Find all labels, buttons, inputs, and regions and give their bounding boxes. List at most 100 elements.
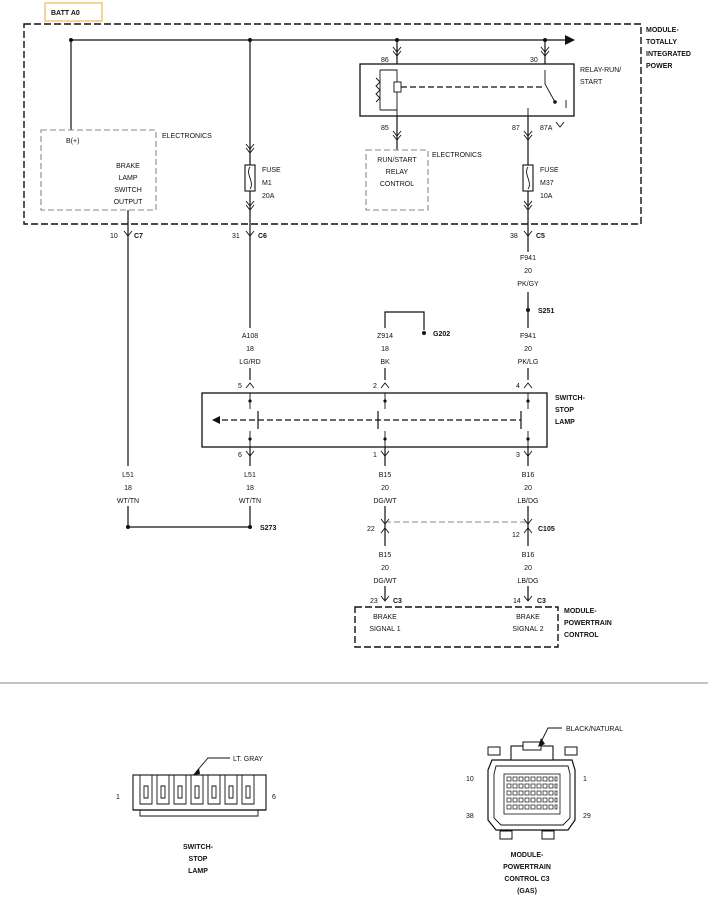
c3-pin-right: 14 — [513, 598, 521, 605]
fuse-m1-label-2: M1 — [262, 180, 272, 187]
elec-left-line-1: BRAKE — [116, 163, 140, 170]
switch-name-3: LAMP — [555, 419, 575, 426]
pcm-name-3: CONTROL — [564, 632, 599, 639]
c5-pin: 38 — [510, 233, 518, 240]
b16-bottom-circuit: B16 — [522, 552, 535, 559]
a108-color: LG/RD — [239, 359, 260, 366]
electronics-left-box — [40, 129, 157, 211]
batt-label: BATT A0 — [51, 10, 80, 17]
l51-left-circuit: L51 — [122, 472, 134, 479]
c105-pin-left: 22 — [367, 526, 375, 533]
fuse-m37-label-1: FUSE — [540, 167, 559, 174]
c105-name: C105 — [538, 526, 555, 533]
tipm-module-box — [23, 23, 642, 225]
c5-name: C5 — [536, 233, 545, 240]
a108-circuit: A108 — [242, 333, 258, 340]
ground-g202-dot — [422, 331, 426, 335]
f941-top-circuit: F941 — [520, 255, 536, 262]
l51-right-circuit: L51 — [244, 472, 256, 479]
fuse-m37-label-3: 10A — [540, 193, 553, 200]
z914-circuit: Z914 — [377, 333, 393, 340]
f941-circuit: F941 — [520, 333, 536, 340]
switch-pin-3: 3 — [516, 452, 520, 459]
switch-caption-3: LAMP — [188, 868, 208, 875]
b15-top-color: DG/WT — [373, 498, 397, 505]
electronics-left-title: ELECTRONICS — [162, 133, 212, 140]
splice-s251 — [526, 308, 530, 312]
pcm-signal-left-1: BRAKE — [373, 614, 397, 621]
pcm-caption-4: (GAS) — [517, 888, 537, 895]
switch-caption-1: SWITCH- — [183, 844, 214, 851]
c6-pin: 31 — [232, 233, 240, 240]
l51-right-gauge: 18 — [246, 485, 254, 492]
pcm-caption-1: MODULE- — [511, 852, 544, 859]
c3-name-right: C3 — [537, 598, 546, 605]
l51-left-gauge: 18 — [124, 485, 132, 492]
ground-g202-label: G202 — [433, 331, 450, 338]
tipm-name-1: MODULE- — [646, 27, 679, 34]
c105-pin-right: 12 — [512, 532, 520, 539]
pcm-signal-left-2: SIGNAL 1 — [369, 626, 400, 633]
relay-pin-30: 30 — [530, 57, 538, 64]
l51-right-color: WT/TN — [239, 498, 261, 505]
a108-gauge: 18 — [246, 346, 254, 353]
elec-left-line-4: OUTPUT — [114, 199, 144, 206]
switch-connector-pin-6: 6 — [272, 794, 276, 801]
pcm-connector-pin-1: 1 — [583, 776, 587, 783]
c3-name-left: C3 — [393, 598, 402, 605]
l51-left-color: WT/TN — [117, 498, 139, 505]
switch-stop-lamp-box — [201, 392, 548, 448]
relay-coil-icon — [393, 81, 402, 93]
elec-right-line-3: CONTROL — [380, 181, 414, 188]
switch-pin-4: 4 — [516, 383, 520, 390]
b15-bottom-circuit: B15 — [379, 552, 392, 559]
electronics-right-title: ELECTRONICS — [432, 152, 482, 159]
pcm-caption-2: POWERTRAIN — [503, 864, 551, 871]
electronics-right-box — [365, 149, 429, 211]
fuse-m37-label-2: M37 — [540, 180, 554, 187]
splice-s273 — [248, 525, 252, 529]
switch-name-2: STOP — [555, 407, 574, 414]
relay-pin-87a: 87A — [540, 125, 553, 132]
elec-right-line-2: RELAY — [386, 169, 409, 176]
switch-connector-color: LT. GRAY — [233, 756, 263, 763]
c3-pin-left: 23 — [370, 598, 378, 605]
pcm-name-1: MODULE- — [564, 608, 597, 615]
splice-s273-label: S273 — [260, 525, 276, 532]
pcm-connector-color: BLACK/NATURAL — [566, 726, 623, 733]
switch-connector-pin-1: 1 — [116, 794, 120, 801]
b16-top-color: LB/DG — [517, 498, 538, 505]
b16-bottom-color: LB/DG — [517, 578, 538, 585]
relay-pin-86: 86 — [381, 57, 389, 64]
tipm-name-2: TOTALLY — [646, 39, 677, 46]
b16-top-gauge: 20 — [524, 485, 532, 492]
f941-gauge: 20 — [524, 346, 532, 353]
relay-name-1: RELAY-RUN/ — [580, 67, 621, 74]
pcm-box — [354, 606, 559, 648]
c6-name: C6 — [258, 233, 267, 240]
pcm-connector-face-icon — [487, 741, 578, 840]
pcm-connector-pin-29: 29 — [583, 813, 591, 820]
relay-box — [359, 63, 575, 117]
elec-right-line-1: RUN/START — [377, 157, 417, 164]
relay-pin-87: 87 — [512, 125, 520, 132]
pcm-connector-pin-10: 10 — [466, 776, 474, 783]
pcm-connector-pin-38: 38 — [466, 813, 474, 820]
relay-name-2: START — [580, 79, 603, 86]
z914-gauge: 18 — [381, 346, 389, 353]
switch-name-1: SWITCH- — [555, 395, 586, 402]
elec-left-line-2: LAMP — [118, 175, 137, 182]
switch-pin-2: 2 — [373, 383, 377, 390]
pcm-caption-3: CONTROL C3 — [504, 876, 549, 883]
switch-caption-2: STOP — [189, 856, 208, 863]
switch-actuator-arrow-icon — [212, 416, 220, 424]
bus-arrow-icon — [565, 35, 575, 45]
tipm-name-3: INTEGRATED — [646, 51, 691, 58]
switch-pin-5: 5 — [238, 383, 242, 390]
f941-color: PK/LG — [518, 359, 539, 366]
b15-bottom-gauge: 20 — [381, 565, 389, 572]
f941-top-gauge: 20 — [524, 268, 532, 275]
pcm-signal-right-1: BRAKE — [516, 614, 540, 621]
relay-pin-85: 85 — [381, 125, 389, 132]
